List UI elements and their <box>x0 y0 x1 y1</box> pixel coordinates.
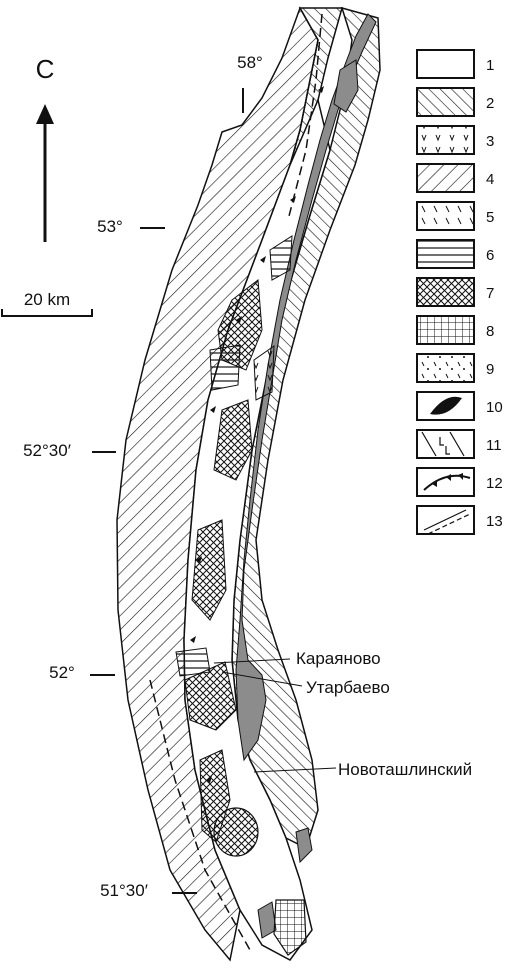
legend-item-7: 7 <box>416 277 494 307</box>
legend-item-12: 12 <box>416 467 503 497</box>
svg-text:12: 12 <box>486 475 503 492</box>
unit-10-lens-south <box>295 827 313 864</box>
place-labels: Караяново Утарбаево Новоташлинский <box>213 649 472 779</box>
legend-item-11: 11 <box>416 429 502 459</box>
legend-item-8: 8 <box>416 315 494 345</box>
unit-7-body-2 <box>213 399 253 481</box>
svg-text:8: 8 <box>486 323 494 340</box>
svg-text:11: 11 <box>486 437 502 454</box>
unit-6-body-3 <box>269 235 293 281</box>
legend: 1 2 3 4 5 6 7 8 <box>416 49 503 535</box>
unit-3-body <box>253 345 275 401</box>
scale-label: 20 km <box>24 290 70 309</box>
latitude-label-53: 53° <box>97 217 123 236</box>
latitude-label-52-30: 52°30′ <box>23 441 71 460</box>
place-label-utarbaevo: Утарбаево <box>306 678 390 697</box>
legend-item-6: 6 <box>416 239 494 269</box>
legend-item-1: 1 <box>416 49 494 79</box>
unit-7-body-4 <box>184 661 237 731</box>
svg-text:1: 1 <box>486 57 494 74</box>
legend-item-3: 3 <box>416 125 494 155</box>
unit-6-body-2 <box>175 647 211 677</box>
unit-8-body <box>273 899 307 956</box>
north-arrow: С <box>36 54 55 242</box>
legend-item-10: 10 <box>416 391 503 421</box>
svg-text:6: 6 <box>486 247 494 264</box>
svg-text:9: 9 <box>486 361 494 378</box>
north-label: С <box>36 54 55 84</box>
fault-line-south <box>149 679 251 951</box>
svg-text:10: 10 <box>486 399 503 416</box>
svg-text:4: 4 <box>486 171 494 188</box>
latitude-label-51-30: 51°30′ <box>100 881 148 900</box>
svg-text:2: 2 <box>486 95 494 112</box>
unit-10-lens-north <box>333 59 359 113</box>
latitude-label-58: 58° <box>237 53 263 72</box>
scale-bar: 20 km <box>1 290 93 317</box>
unit-10-serpentinite-belt <box>235 13 377 762</box>
legend-item-2: 2 <box>416 87 494 117</box>
legend-item-5: 5 <box>416 201 494 231</box>
svg-text:13: 13 <box>486 513 503 530</box>
map-outline <box>116 6 381 962</box>
place-label-karayanovo: Караяново <box>296 649 381 668</box>
svg-text:7: 7 <box>486 285 494 302</box>
svg-text:3: 3 <box>486 133 494 150</box>
latitude-label-52: 52° <box>49 663 75 682</box>
place-label-novotashlinsky: Новоташлинский <box>338 760 472 779</box>
unit-7-body-3 <box>191 519 227 621</box>
unit-6-body-1 <box>209 344 241 391</box>
unit-1-central-zone <box>183 97 331 961</box>
legend-item-13: 13 <box>416 505 503 535</box>
unit-7-round-body <box>213 807 259 857</box>
fault-line-north <box>287 13 323 221</box>
legend-item-9: 9 <box>416 353 494 383</box>
svg-text:5: 5 <box>486 209 494 226</box>
legend-item-4: 4 <box>416 163 494 193</box>
